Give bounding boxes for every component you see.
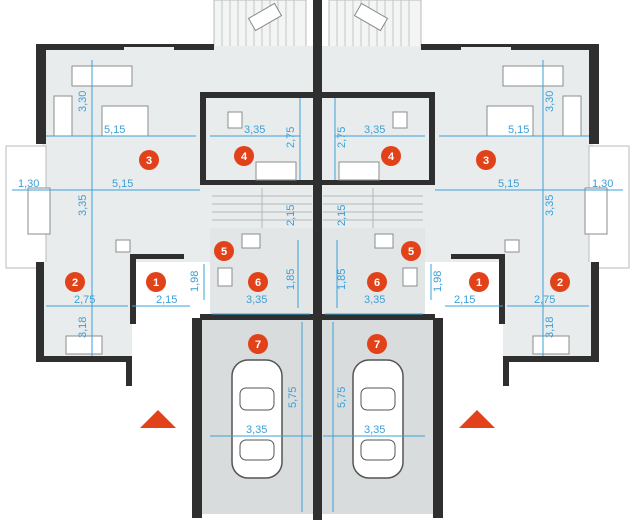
- right-terrace: [328, 0, 422, 49]
- dim-bath-width-right: 3,35: [364, 294, 385, 306]
- car-icon: [231, 359, 283, 479]
- sofa-icon: [502, 65, 564, 87]
- room-marker-5-right: 5: [401, 241, 421, 261]
- toilet-icon: [217, 267, 233, 287]
- right-dimension-lines: [323, 60, 623, 512]
- left-terrace: [213, 0, 307, 49]
- appliance-icon: [504, 239, 520, 253]
- dim-garage-depth-right: 5,75: [336, 387, 348, 408]
- armchair-icon: [562, 95, 582, 137]
- dim-study-width-right: 3,35: [364, 124, 385, 136]
- dim-entry-width-right: 2,15: [454, 294, 475, 306]
- dining-table-icon: [27, 187, 51, 235]
- dim-kitchen-depth-right: 3,18: [544, 317, 556, 338]
- svg-text:1: 1: [153, 277, 159, 289]
- dim-garage-depth-left: 5,75: [287, 387, 299, 408]
- sofa-icon: [71, 65, 133, 87]
- dim-dining-width-left: 5,15: [112, 178, 133, 190]
- dining-table-icon: [584, 187, 608, 235]
- desk-icon: [338, 161, 380, 181]
- armchair-icon: [53, 95, 73, 137]
- dim-kitchen-width-left: 2,75: [74, 294, 95, 306]
- party-wall: [313, 0, 322, 520]
- dim-stair-depth-right: 2,15: [336, 205, 348, 226]
- dim-living-width-left: 5,15: [104, 124, 125, 136]
- svg-text:5: 5: [408, 246, 414, 258]
- room-marker-6-right: 6: [367, 272, 387, 292]
- room-marker-5-left: 5: [214, 241, 234, 261]
- room-marker-2-right: 2: [550, 272, 570, 292]
- room-marker-7-right: 7: [367, 334, 387, 354]
- dim-entry-width-left: 2,15: [156, 294, 177, 306]
- svg-text:5: 5: [221, 246, 227, 258]
- svg-text:4: 4: [241, 151, 248, 163]
- dim-living-depth-left: 3,30: [77, 91, 89, 112]
- dim-entry-depth-left: 1,98: [189, 271, 201, 292]
- room-marker-3-right: 3: [476, 150, 496, 170]
- dim-dining-width-right: 5,15: [498, 178, 519, 190]
- right-stairs: [323, 188, 423, 228]
- svg-text:3: 3: [483, 155, 489, 167]
- room-marker-3-left: 3: [139, 150, 159, 170]
- dim-entry-depth-right: 1,98: [432, 271, 444, 292]
- svg-text:7: 7: [374, 339, 380, 351]
- dim-bath-width-left: 3,35: [246, 294, 267, 306]
- dimension-labels: 5,15 3,30 5,15 1,30 3,35 3,35 2,75 2,15 …: [18, 91, 613, 436]
- sink-icon: [65, 335, 103, 355]
- dim-kitchen-width-right: 2,75: [534, 294, 555, 306]
- room-marker-1-left: 1: [146, 272, 166, 292]
- left-dimension-lines: [12, 60, 312, 512]
- deck-chair-icon: [247, 2, 283, 32]
- entrance-arrow-icon: [140, 410, 176, 428]
- dim-study-depth-left: 2,75: [285, 127, 297, 148]
- right-walls: [321, 44, 599, 518]
- dim-garage-width-right: 3,35: [364, 424, 385, 436]
- shower-icon: [241, 233, 261, 249]
- svg-text:2: 2: [557, 277, 563, 289]
- room-marker-4-right: 4: [381, 146, 401, 166]
- dim-bay-width-left: 1,30: [18, 178, 39, 190]
- dim-living-width-right: 5,15: [508, 124, 529, 136]
- dim-kitchen-depth-left: 3,18: [77, 317, 89, 338]
- left-stairs: [212, 188, 312, 228]
- entrance-arrow-icon: [459, 410, 495, 428]
- room-markers: 3 4 5 6 1 2 7 3 4 5 6 1 2 7: [65, 146, 570, 354]
- dim-stair-depth-left: 2,15: [285, 205, 297, 226]
- svg-text:7: 7: [255, 339, 261, 351]
- sink-icon: [532, 335, 570, 355]
- chair-icon: [392, 111, 408, 129]
- dim-study-width-left: 3,35: [244, 124, 265, 136]
- right-unit: [321, 0, 630, 518]
- dim-hall-depth-left: 1,85: [285, 269, 297, 290]
- svg-text:4: 4: [388, 151, 395, 163]
- left-furniture: [27, 65, 297, 355]
- shower-icon: [374, 233, 394, 249]
- deck-chair-icon: [353, 2, 389, 32]
- dim-bay-width-right: 1,30: [592, 178, 613, 190]
- room-marker-6-left: 6: [248, 272, 268, 292]
- dim-hall-depth-right: 1,85: [336, 269, 348, 290]
- room-marker-2-left: 2: [65, 272, 85, 292]
- toilet-icon: [402, 267, 418, 287]
- room-marker-7-left: 7: [248, 334, 268, 354]
- dim-study-depth-right: 2,75: [336, 127, 348, 148]
- desk-icon: [255, 161, 297, 181]
- svg-text:6: 6: [374, 277, 380, 289]
- room-marker-1-right: 1: [469, 272, 489, 292]
- chair-icon: [227, 111, 243, 129]
- dim-living-depth-right: 3,30: [544, 91, 556, 112]
- dim-side-depth-right: 3,35: [544, 195, 556, 216]
- car-icon: [352, 359, 404, 479]
- left-unit: [5, 0, 314, 518]
- svg-text:2: 2: [72, 277, 78, 289]
- svg-text:3: 3: [146, 155, 152, 167]
- appliance-icon: [115, 239, 131, 253]
- svg-text:1: 1: [476, 277, 482, 289]
- svg-text:6: 6: [255, 277, 261, 289]
- dim-side-depth-left: 3,35: [77, 195, 89, 216]
- dim-garage-width-left: 3,35: [246, 424, 267, 436]
- left-walls: [36, 44, 314, 518]
- room-marker-4-left: 4: [234, 146, 254, 166]
